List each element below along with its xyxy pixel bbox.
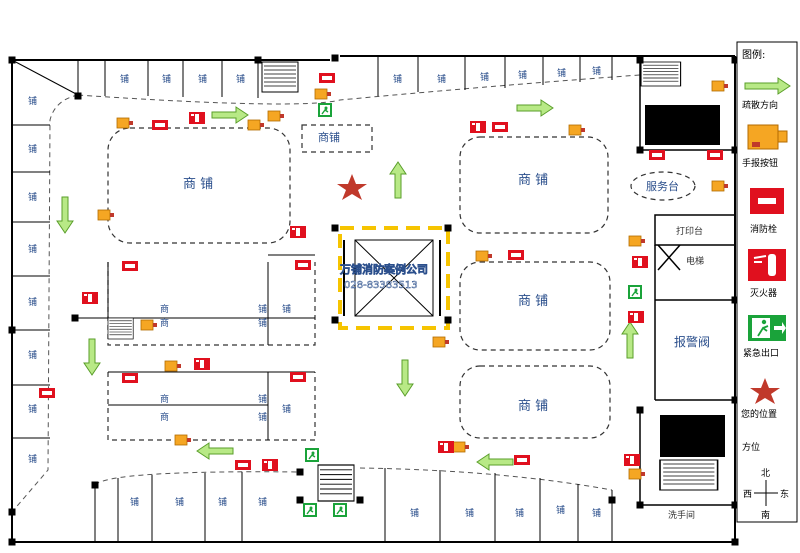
pu-bottom-1: 铺 — [130, 496, 139, 508]
shang-1: 商 — [160, 303, 169, 315]
legend-label-extinguisher: 灭火器 — [750, 288, 777, 299]
print-shop-label: 打印台 — [676, 225, 703, 237]
pu-top-2: 铺 — [162, 73, 171, 85]
legend-label-exit: 紧急出口 — [743, 347, 779, 359]
compass-north: 北 — [761, 468, 770, 479]
pu-top-3: 铺 — [198, 73, 207, 85]
top-shop-strip — [77, 56, 641, 105]
pu-top-8: 铺 — [518, 69, 527, 81]
dashed-shop-blocks — [107, 124, 696, 441]
compass-west: 西 — [743, 489, 752, 500]
legend-panel: 图例: 疏散方向 手报按钮 消防栓 灭火器 紧急出口 您的 — [736, 41, 798, 523]
you-are-here-star — [337, 174, 367, 200]
pu-mid-1: 铺 — [258, 303, 267, 315]
shang-3: 商 — [160, 393, 169, 405]
pu-bottom-3: 铺 — [218, 496, 227, 508]
evac-arrow-left-down-2 — [83, 338, 101, 376]
pu-top-5: 铺 — [393, 73, 402, 85]
stairs-left — [107, 317, 134, 340]
pu-mid-3: 铺 — [258, 317, 267, 329]
shop-label-top-small: 商铺 — [318, 130, 340, 144]
evac-arrow-top-center — [516, 99, 554, 117]
building-outer-walls — [11, 55, 736, 543]
compass-south: 南 — [761, 509, 770, 521]
watermark: 万铺消防案例公司 028-83383513 — [339, 262, 429, 292]
pu-mid-6: 铺 — [258, 411, 267, 423]
manual-alarm-button-icon — [747, 124, 788, 150]
pu-top-4: 铺 — [236, 73, 245, 85]
svg-text:万铺消防案例公司: 万铺消防案例公司 — [339, 262, 428, 276]
you-are-here-star-icon — [750, 378, 780, 404]
evac-arrow-bottom-center — [476, 453, 514, 471]
pu-bottom-9: 铺 — [592, 507, 601, 519]
pu-top-1: 铺 — [120, 73, 129, 85]
fire-extinguisher-icon — [748, 249, 786, 281]
pu-bottom-7: 铺 — [515, 507, 524, 519]
pu-left-8: 铺 — [28, 453, 37, 465]
legend-label-orientation: 方位 — [742, 441, 760, 453]
shop-label-top-left: 商 铺 — [183, 177, 213, 192]
emergency-exit-icon — [748, 315, 786, 341]
restroom-label: 洗手间 — [668, 509, 695, 521]
escalator-atrium — [338, 226, 450, 330]
shop-label-top-right: 商 铺 — [518, 173, 548, 188]
legend-label-hydrant: 消防栓 — [750, 223, 777, 235]
pu-left-3: 铺 — [28, 191, 37, 203]
evac-arrow-right-up — [621, 321, 639, 359]
legend-label-position: 您的位置 — [741, 408, 777, 420]
shop-label-alarm-valve: 报警阀 — [674, 334, 710, 349]
shang-4: 商 — [160, 411, 169, 423]
legend-label-evacuation: 疏散方向 — [742, 99, 778, 111]
pu-bottom-6: 铺 — [465, 507, 474, 519]
stairs-top — [261, 61, 299, 93]
legend-title: 图例: — [742, 48, 765, 61]
compass-east: 东 — [780, 488, 789, 500]
elevator-shaft-top-right — [645, 105, 720, 145]
bottom-shop-strip — [94, 467, 613, 542]
pu-bottom-5: 铺 — [410, 507, 419, 519]
pu-top-7: 铺 — [480, 71, 489, 83]
pu-mid-5: 铺 — [282, 403, 291, 415]
shop-label-bottom-right: 商 铺 — [518, 399, 548, 414]
elevator-label: 电梯 — [686, 255, 704, 267]
inner-shop-walls — [75, 254, 315, 440]
legend-label-alarm: 手报按钮 — [742, 157, 778, 169]
fire-hydrant-icon — [750, 188, 784, 214]
pu-left-6: 铺 — [28, 349, 37, 361]
pu-bottom-4: 铺 — [258, 496, 267, 508]
shop-label-service-desk: 服务台 — [646, 179, 679, 193]
pu-left-5: 铺 — [28, 296, 37, 308]
evac-arrow-top-right — [211, 106, 249, 124]
stairs-bottom-right — [659, 459, 719, 491]
pu-top-6: 铺 — [437, 73, 446, 85]
stairs-top-right — [640, 61, 682, 87]
pu-bottom-2: 铺 — [175, 496, 184, 508]
pu-left-4: 铺 — [28, 243, 37, 255]
pu-mid-2: 铺 — [282, 303, 291, 315]
emergency-exits — [302, 102, 643, 518]
evac-arrow-left-down-1 — [56, 196, 74, 234]
pu-bottom-8: 铺 — [556, 504, 565, 516]
evac-arrow-bottom-left — [196, 442, 234, 460]
pu-top-9: 铺 — [557, 67, 566, 79]
compass-rose: 北 西 东 南 — [743, 468, 789, 521]
svg-text:028-83383513: 028-83383513 — [344, 280, 418, 291]
shop-labels: 商 铺 商 铺 商 铺 商 铺 商铺 服务台 报警阀 — [183, 130, 710, 414]
pu-mid-4: 铺 — [258, 393, 267, 405]
evac-arrow-center-up — [389, 161, 407, 199]
pu-left-2: 铺 — [28, 143, 37, 155]
shang-2: 商 — [160, 317, 169, 329]
shop-label-mid-right: 商 铺 — [518, 294, 548, 309]
stairs-bottom — [317, 464, 355, 502]
pu-top-10: 铺 — [592, 65, 601, 77]
evac-arrow-center-down — [396, 359, 414, 397]
pu-left-1: 铺 — [28, 95, 37, 107]
elevator-shaft-bottom-right — [660, 415, 725, 457]
pu-left-7: 铺 — [28, 403, 37, 415]
left-shop-strip — [11, 59, 79, 513]
evacuation-arrow-icon — [744, 77, 791, 95]
